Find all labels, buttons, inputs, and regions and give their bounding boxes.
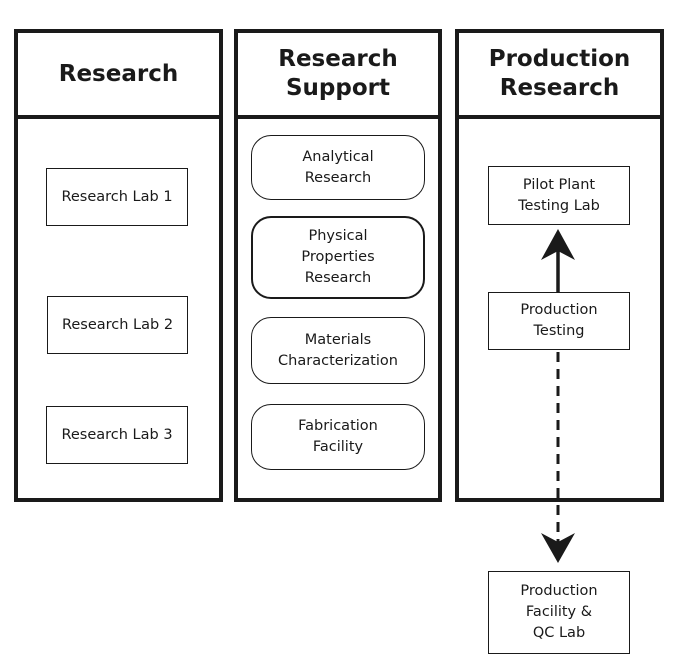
production-facility-qc-lab-box: Production Facility & QC Lab [488, 571, 630, 654]
analytical-research-box: Analytical Research [251, 135, 425, 200]
fabrication-facility-box: Fabrication Facility [251, 404, 425, 470]
research-support-column-header: Research Support [238, 33, 438, 119]
materials-characterization-box: Materials Characterization [251, 317, 425, 384]
dashed-arrowhead-down [541, 533, 575, 563]
production-testing-box: Production Testing [488, 292, 630, 350]
research-support-column-title: Research Support [278, 46, 398, 101]
research-lab-1-box: Research Lab 1 [46, 168, 188, 226]
production-research-column-title: Production Research [488, 46, 631, 101]
pilot-plant-testing-lab-box: Pilot Plant Testing Lab [488, 166, 630, 225]
solid-arrow-to-pilot-plant [541, 229, 575, 292]
research-lab-2-box: Research Lab 2 [47, 296, 188, 354]
research-column-header: Research [18, 33, 219, 119]
research-column-title: Research [58, 60, 179, 87]
research-lab-3-box: Research Lab 3 [46, 406, 188, 464]
physical-properties-research-box: Physical Properties Research [251, 216, 425, 299]
solid-arrowhead-up [541, 229, 575, 260]
dashed-arrow-to-production-facility [541, 352, 575, 563]
production-research-column-header: Production Research [459, 33, 660, 119]
